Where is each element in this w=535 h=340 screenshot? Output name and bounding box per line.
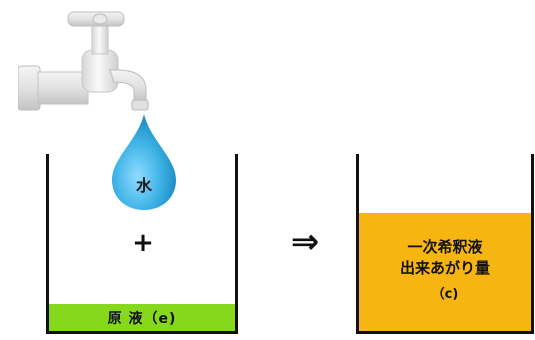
result-label-line1: 一次希釈液 xyxy=(407,238,483,256)
faucet-icon xyxy=(18,11,149,111)
result-arrow: ⇒ xyxy=(290,222,320,262)
result-label-line2: 出来あがり量 xyxy=(399,259,490,277)
water-label: 水 xyxy=(135,176,152,195)
container-before: 原 液（e) xyxy=(46,154,238,334)
plus-sign: + xyxy=(132,228,154,258)
stock-solution: 原 液（e) xyxy=(49,304,235,331)
diluted-solution: 一次希釈液 出来あがり量 （c) xyxy=(359,213,531,331)
container-after: 一次希釈液 出来あがり量 （c) xyxy=(356,154,534,334)
result-label-line3: （c) xyxy=(431,287,459,302)
stock-solution-label: 原 液（e) xyxy=(107,310,177,327)
water-drop-icon xyxy=(112,114,176,210)
